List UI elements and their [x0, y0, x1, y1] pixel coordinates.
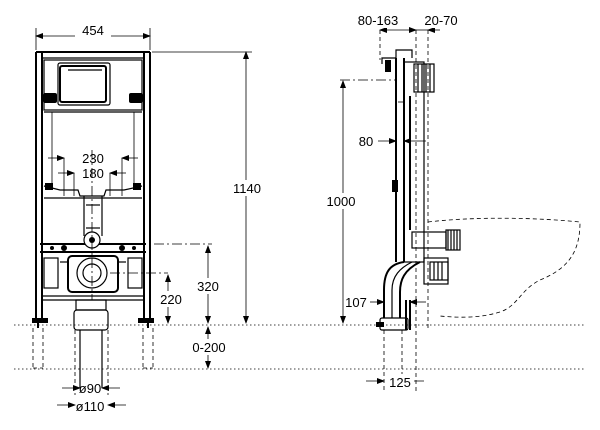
seat-height-dimension: 1000	[320, 80, 366, 324]
outlet-offset-dimension: 107	[345, 295, 426, 310]
floor-adjust-dimension: 0-200	[186, 326, 232, 369]
floor-lines	[14, 324, 585, 370]
width-dimension: 454	[35, 23, 151, 50]
base-depth-label: 125	[389, 375, 411, 390]
frame-depth-label: 80	[359, 134, 373, 149]
floor-adjust-label: 0-200	[192, 340, 225, 355]
front-view: 454 230 180 1140 320	[32, 23, 266, 414]
side-view: 80-163 20-70 80 1000 107 125	[320, 12, 581, 392]
wall-offset-label: 20-70	[424, 13, 457, 28]
connection-height-dimension: 220	[156, 274, 186, 324]
outlet-offset-label: 107	[345, 295, 367, 310]
total-height-dimension: 1140	[152, 51, 266, 324]
outer-spacing-label: 230	[82, 151, 104, 166]
pipe-inner-label: ø90	[79, 381, 101, 396]
outlet-height-dimension: 320	[194, 245, 224, 324]
inner-spacing-label: 180	[82, 166, 104, 181]
side-frame	[340, 49, 461, 392]
base-depth-dimension: 125	[366, 374, 424, 390]
outlet-height-label: 320	[197, 279, 219, 294]
width-label: 454	[82, 23, 104, 38]
total-height-label: 1140	[233, 181, 261, 196]
pipe-outer-label: ø110	[76, 399, 105, 414]
front-frame	[32, 51, 212, 395]
depth-dimensions: 80-163 20-70	[352, 12, 464, 33]
spacing-dimensions: 230 180	[48, 151, 138, 196]
depth-range-label: 80-163	[358, 13, 398, 28]
wc-bowl-outline	[427, 217, 581, 318]
frame-depth-dimension: 80	[359, 134, 426, 149]
pipe-diameter-dimensions: ø90 ø110	[57, 381, 126, 414]
connection-height-label: 220	[160, 292, 182, 307]
seat-height-label: 1000	[327, 194, 356, 209]
